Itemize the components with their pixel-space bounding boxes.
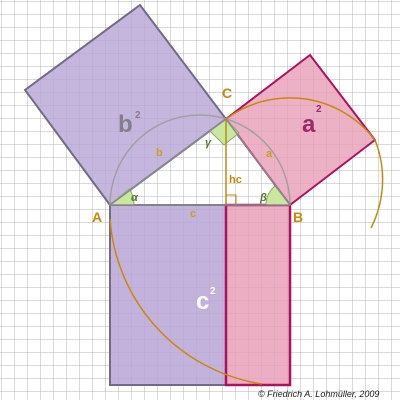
label-a2-exp: 2	[316, 104, 322, 115]
square-c2-left-part	[110, 205, 226, 385]
arc-radius-b	[109, 218, 263, 385]
credit-text: © Friedrich A. Lohmüller, 2009	[258, 389, 379, 399]
side-label-b: b	[156, 147, 163, 159]
vertex-label-c: C	[222, 85, 232, 101]
side-a	[225, 118, 291, 206]
label-c2-exp: 2	[210, 286, 216, 297]
angle-label-alpha: α	[131, 192, 139, 204]
label-b2-base: b	[118, 111, 133, 138]
angle-label-gamma: γ	[205, 137, 212, 149]
thales-semicircle	[109, 114, 291, 206]
label-b2-exp: 2	[135, 110, 141, 121]
side-label-c: c	[190, 208, 196, 220]
vertex-label-b: B	[293, 209, 303, 225]
height-label: hc	[229, 174, 242, 186]
angle-label-beta: β	[259, 192, 267, 204]
label-c2-base: c	[196, 288, 209, 315]
label-a2-base: a	[302, 111, 316, 138]
side-b	[109, 118, 227, 206]
vertex-label-a: A	[92, 209, 102, 225]
square-c2-right-part	[226, 205, 290, 385]
side-label-a: a	[266, 148, 273, 160]
arc-radius-a-right	[370, 139, 384, 229]
arc-radius-a	[225, 97, 376, 141]
